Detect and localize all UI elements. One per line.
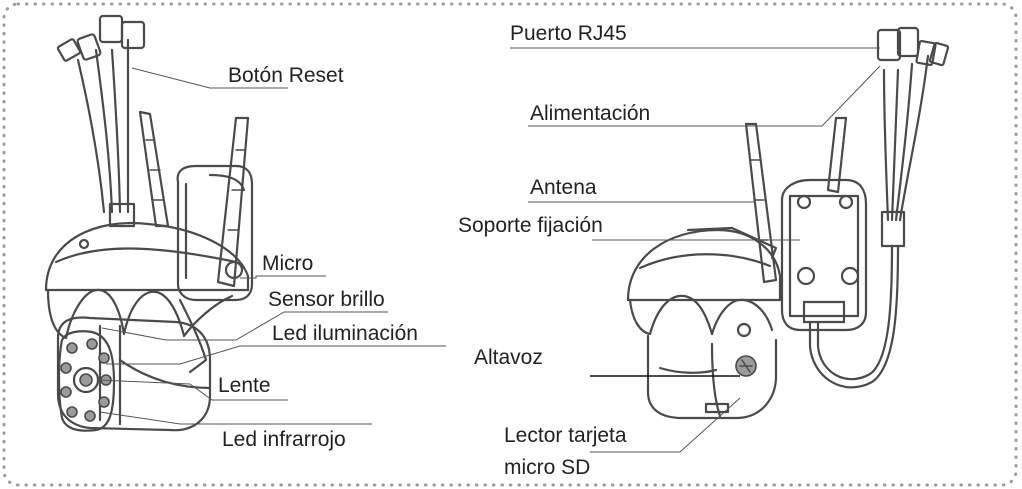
antennas-front (138, 110, 250, 288)
label-sd-reader-line1: Lector tarjeta (504, 424, 627, 447)
cable-bundle-front (56, 14, 146, 228)
leader-lighting-led (106, 345, 446, 365)
leader-infrared-led (99, 411, 372, 425)
leader-lens (97, 379, 288, 401)
dome-rear (626, 226, 782, 336)
label-microphone: Micro (262, 252, 313, 275)
camera-front-view (44, 14, 254, 432)
label-mount-bracket: Soporte fijación (458, 214, 603, 237)
antennas-rear (744, 116, 848, 284)
label-reset-button: Botón Reset (228, 64, 344, 87)
dome-front (44, 222, 250, 340)
label-antenna: Antena (530, 176, 597, 199)
label-speaker: Altavoz (474, 346, 543, 369)
body-rear (646, 322, 778, 420)
leader-power (528, 65, 881, 127)
label-power: Alimentación (530, 102, 650, 125)
leader-lines (97, 47, 881, 453)
label-lighting-led: Led iluminación (272, 322, 418, 345)
labels: Botón Reset Micro Sensor brillo Led ilum… (218, 22, 650, 479)
cable-bundle-rear (808, 26, 950, 389)
leader-sd-reader (590, 397, 741, 453)
label-lens: Lente (218, 374, 271, 397)
leader-reset-button (131, 67, 288, 89)
label-sd-reader-line2: micro SD (504, 456, 590, 479)
lens-housing-front (56, 316, 212, 432)
label-rj45-port: Puerto RJ45 (510, 22, 627, 45)
camera-rear-view (626, 26, 950, 420)
mount-plate-rear (780, 178, 868, 332)
label-brightness-sensor: Sensor brillo (268, 288, 385, 311)
leader-microphone (240, 275, 326, 279)
label-infrared-led: Led infrarrojo (222, 428, 346, 451)
leader-brightness-sensor (101, 311, 388, 341)
